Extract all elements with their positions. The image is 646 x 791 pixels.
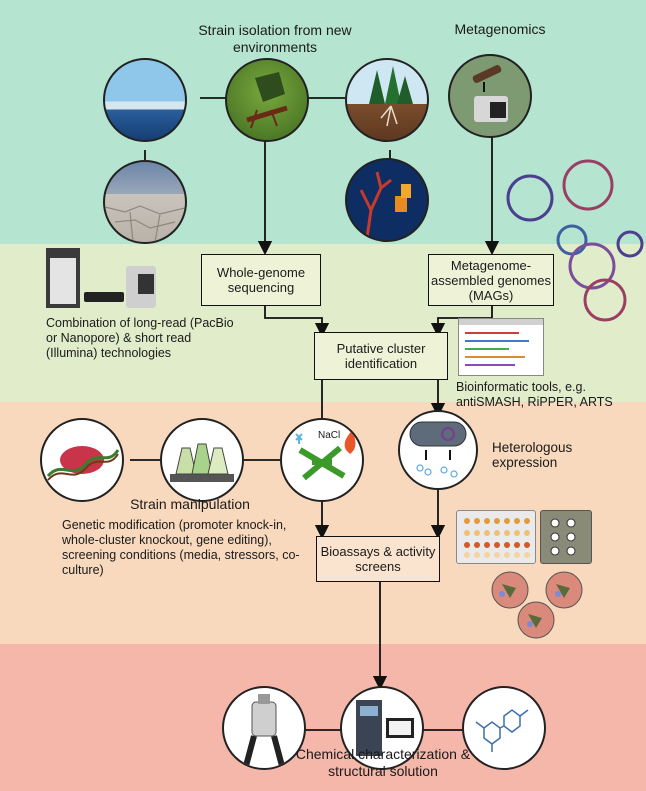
ocean-environment-icon	[103, 58, 187, 142]
stressors-icon	[280, 418, 364, 502]
mags-box: Metagenome-assembled genomes (MAGs)	[428, 254, 554, 306]
long-read-label: Combination of long-read (PacBio or Nano…	[46, 316, 234, 360]
sequencer-sample-icon	[448, 54, 532, 138]
disk-plate-icon	[540, 510, 592, 564]
nacl-label: NaCl	[318, 430, 341, 441]
chemical-structure-icon	[462, 686, 546, 770]
strain-manipulation-label: Strain manipulation	[130, 496, 250, 512]
putative-cluster-box: Putative cluster identification	[314, 332, 448, 380]
genetic-modification-label: Genetic modification (promoter knock-in,…	[62, 518, 300, 577]
mass-spec-icon	[340, 686, 424, 770]
coral-reef-icon	[345, 158, 429, 242]
forest-soil-icon	[345, 58, 429, 142]
bioinformatics-screen-icon	[458, 318, 544, 376]
co-culture-plates-icon	[488, 568, 596, 640]
wgs-box: Whole-genome sequencing	[201, 254, 321, 306]
heterologous-label: Heterologous expression	[492, 440, 573, 470]
bioassays-box: Bioassays & activity screens	[316, 536, 440, 582]
well-plate-icon	[456, 510, 536, 564]
bioinformatics-label: Bioinformatic tools, e.g. antiSMASH, RiP…	[456, 380, 613, 409]
metagenomics-label: Metagenomics	[454, 21, 546, 37]
nmr-spectrometer-icon	[222, 686, 306, 770]
strain-isolation-label: Strain isolation from new environments	[198, 22, 352, 55]
chemical-characterization-label: Chemical characterization & structural s…	[295, 746, 471, 779]
leafcutter-ant-icon	[225, 58, 309, 142]
sequencer-instruments-icon	[46, 248, 156, 310]
salt-flat-icon	[103, 160, 187, 244]
dna-editing-icon	[40, 418, 124, 502]
culture-flasks-icon	[160, 418, 244, 502]
heterologous-host-icon	[398, 410, 478, 490]
